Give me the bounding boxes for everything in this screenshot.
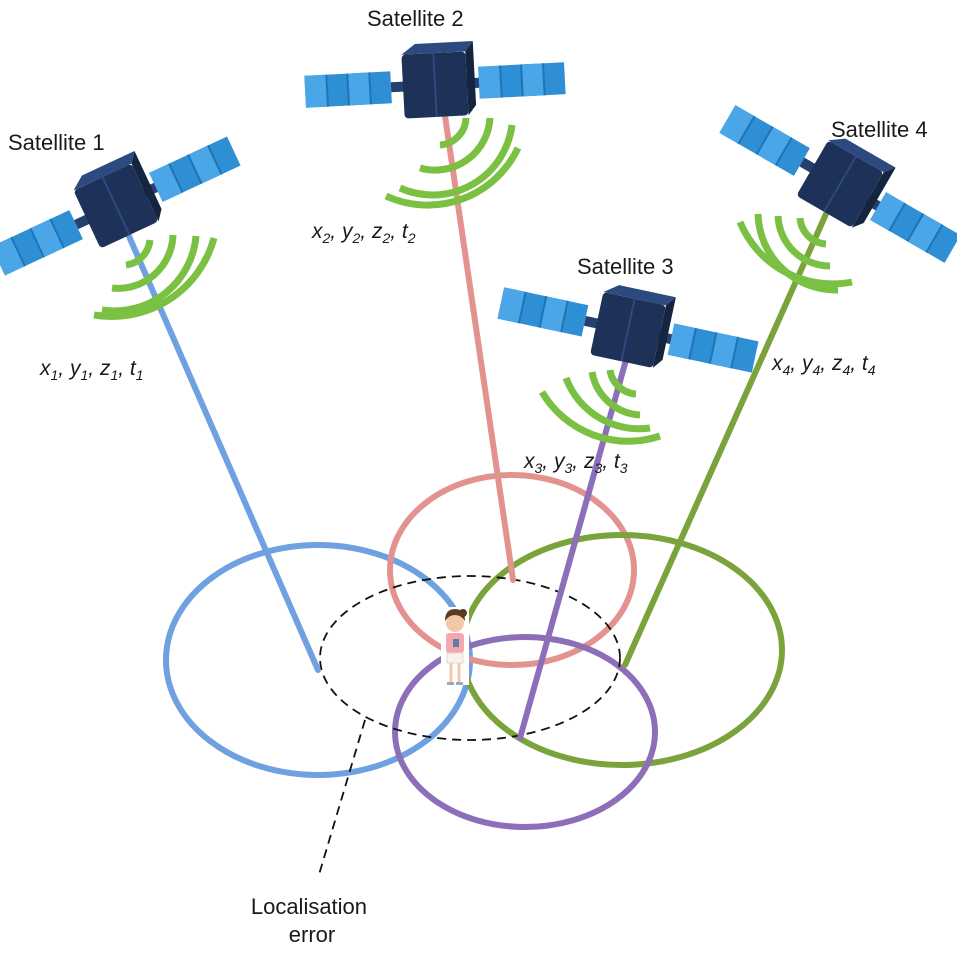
- localisation-error-zone: [319, 575, 621, 741]
- signal-waves-icon: [384, 117, 522, 209]
- range-ring-satellite-3: [392, 634, 658, 830]
- satellite-1-label: Satellite 1: [8, 130, 105, 155]
- satellite-2: [303, 36, 567, 209]
- person-icon: [441, 607, 469, 685]
- beam-satellite-3: [517, 357, 629, 741]
- satellite-1: [0, 113, 247, 320]
- satellite-4-label: Satellite 4: [831, 117, 928, 142]
- signal-waves-icon: [93, 234, 218, 320]
- satellite-3-label: Satellite 3: [577, 254, 674, 279]
- satellite-icon: [303, 36, 567, 124]
- beam-satellite-4: [622, 211, 829, 668]
- satellite-2-label: Satellite 2: [367, 6, 464, 31]
- error-leader-line: [317, 719, 366, 879]
- range-ring-satellite-2: [387, 472, 637, 668]
- beam-satellite-2: [442, 113, 516, 583]
- satellite-icon: [711, 83, 957, 277]
- satellite-icon: [494, 262, 764, 388]
- localisation-error-label: Localisation error: [251, 894, 373, 947]
- satellite-2-coordinates: x2, y2, z2, t2: [311, 220, 416, 246]
- ground-rings: [163, 472, 785, 879]
- satellite-4: [711, 83, 957, 294]
- satellite-3: [494, 262, 764, 445]
- satellite-1-coordinates: x1, y1, z1, t1: [39, 357, 144, 383]
- signal-waves-icon: [736, 213, 853, 294]
- satellite-4-coordinates: x4, y4, z4, t4: [771, 352, 876, 378]
- satellite-3-coordinates: x3, y3, z3, t3: [523, 450, 628, 476]
- signal-waves-icon: [538, 369, 662, 445]
